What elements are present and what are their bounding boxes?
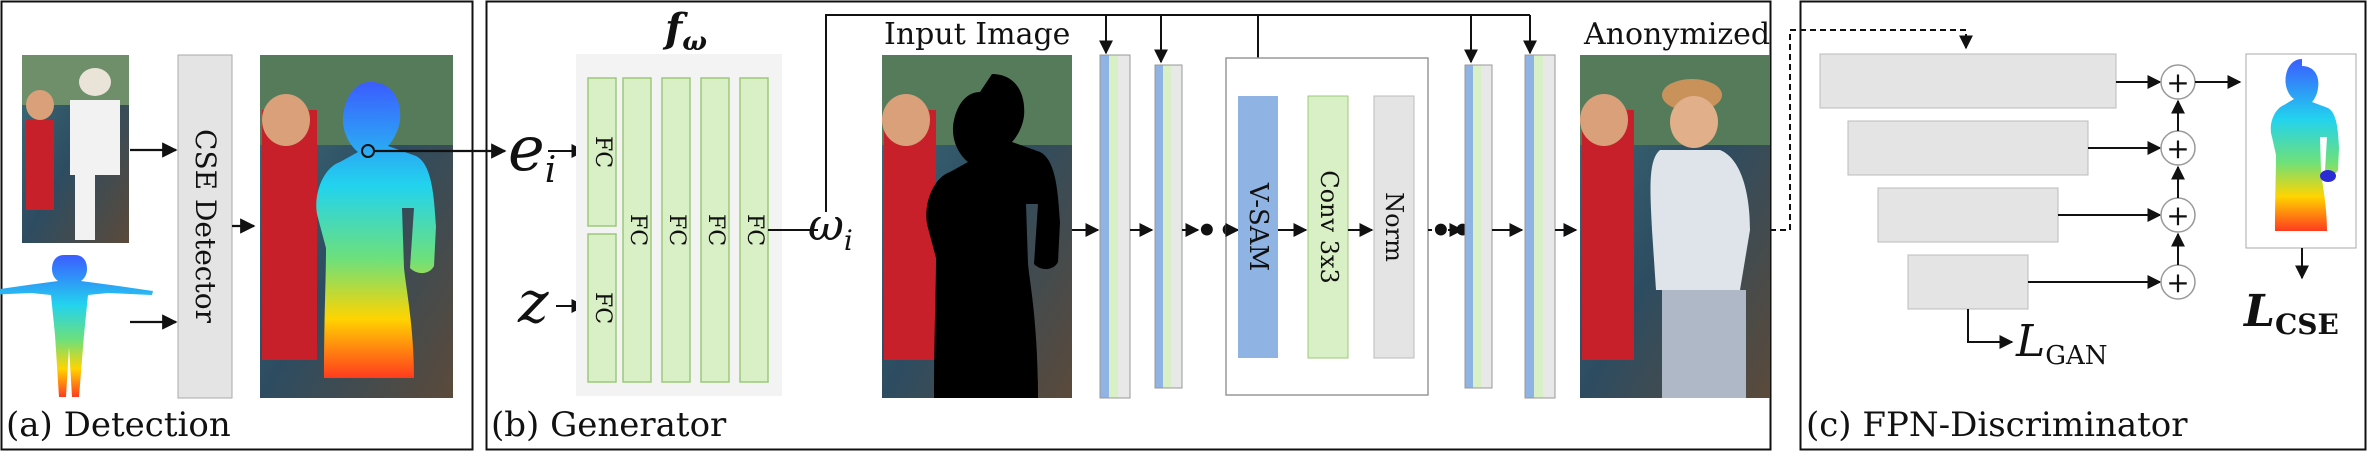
feature-block-2: [1154, 64, 1183, 389]
svg-text:FC: FC: [625, 214, 650, 246]
loss-gan: LGAN: [2015, 316, 2108, 371]
body-chart: [0, 255, 153, 397]
fc-block-2: FC: [661, 77, 691, 383]
svg-text:FC: FC: [590, 136, 615, 168]
plus-node-2: +: [2160, 130, 2196, 166]
cse-detector-label: CSE Detector: [189, 129, 222, 324]
norm-block: Norm: [1373, 95, 1415, 359]
anonymized-image: [1580, 55, 1770, 398]
plus-node-3: +: [2160, 197, 2196, 233]
latent-symbol: z: [517, 268, 549, 336]
plus-node-1: +: [2160, 64, 2196, 100]
vsam-block: V-SAM: [1238, 96, 1278, 358]
detection-result-photo: [260, 55, 453, 398]
feature-block-3: [1464, 64, 1493, 389]
svg-text:+: +: [2166, 66, 2189, 99]
panel-c-label: (c) FPN-Discriminator: [1806, 405, 2188, 445]
dashed-connector: [1770, 29, 1973, 231]
loss-cse: LCSE: [2242, 286, 2339, 341]
cse-prediction-image: [2245, 53, 2357, 249]
plus-node-4: +: [2160, 264, 2196, 300]
anonymized-title: Anonymized: [1583, 17, 1770, 52]
feature-block-1: [1099, 54, 1131, 399]
svg-text:FC: FC: [664, 214, 689, 246]
discriminator-panel: + + + + LGAN LCSE (c) FPN-Discriminator: [1806, 53, 2357, 445]
embedding-symbol: ei: [508, 112, 556, 191]
svg-text:FC: FC: [703, 214, 728, 246]
conv-block: Conv 3x3: [1307, 95, 1349, 359]
input-image: [882, 55, 1072, 398]
fc-block-4: FC: [739, 77, 769, 383]
fc-block-3: FC: [700, 77, 730, 383]
svg-text:FC: FC: [742, 214, 767, 246]
fpn-level-1: [1819, 53, 2117, 109]
panel-b-label: (b) Generator: [491, 405, 727, 445]
fpn-level-4: [1907, 254, 2029, 310]
svg-text:Norm: Norm: [1380, 192, 1408, 262]
panel-a-frame: [0, 0, 474, 451]
detection-panel: CSE Detector (a) Detection: [0, 54, 453, 445]
fpn-level-2: [1847, 120, 2089, 176]
svg-text:V-SAM: V-SAM: [1243, 182, 1273, 271]
panel-a-label: (a) Detection: [6, 405, 231, 445]
mapping-network-title: fω: [662, 5, 707, 57]
fpn-level-3: [1877, 187, 2059, 243]
svg-text:Conv 3x3: Conv 3x3: [1315, 170, 1343, 284]
svg-text:+: +: [2166, 266, 2189, 299]
panel-b-frame: [485, 0, 1772, 451]
fc-block-z: FC: [587, 233, 617, 383]
w-symbol: ωi: [808, 200, 853, 257]
panel-c-frame: [1799, 0, 2367, 451]
fc-block-ei: FC: [587, 77, 617, 227]
generator-panel: ei z fω FC FC FC FC FC FC: [374, 5, 1770, 445]
input-photo-small: [22, 55, 129, 243]
svg-text:FC: FC: [590, 292, 615, 324]
input-image-title: Input Image: [884, 17, 1070, 52]
svg-text:+: +: [2166, 132, 2189, 165]
svg-text:+: +: [2166, 199, 2189, 232]
feature-block-4: [1524, 54, 1556, 399]
cse-detector-box: [177, 54, 233, 399]
fc-block-1: FC: [622, 77, 652, 383]
